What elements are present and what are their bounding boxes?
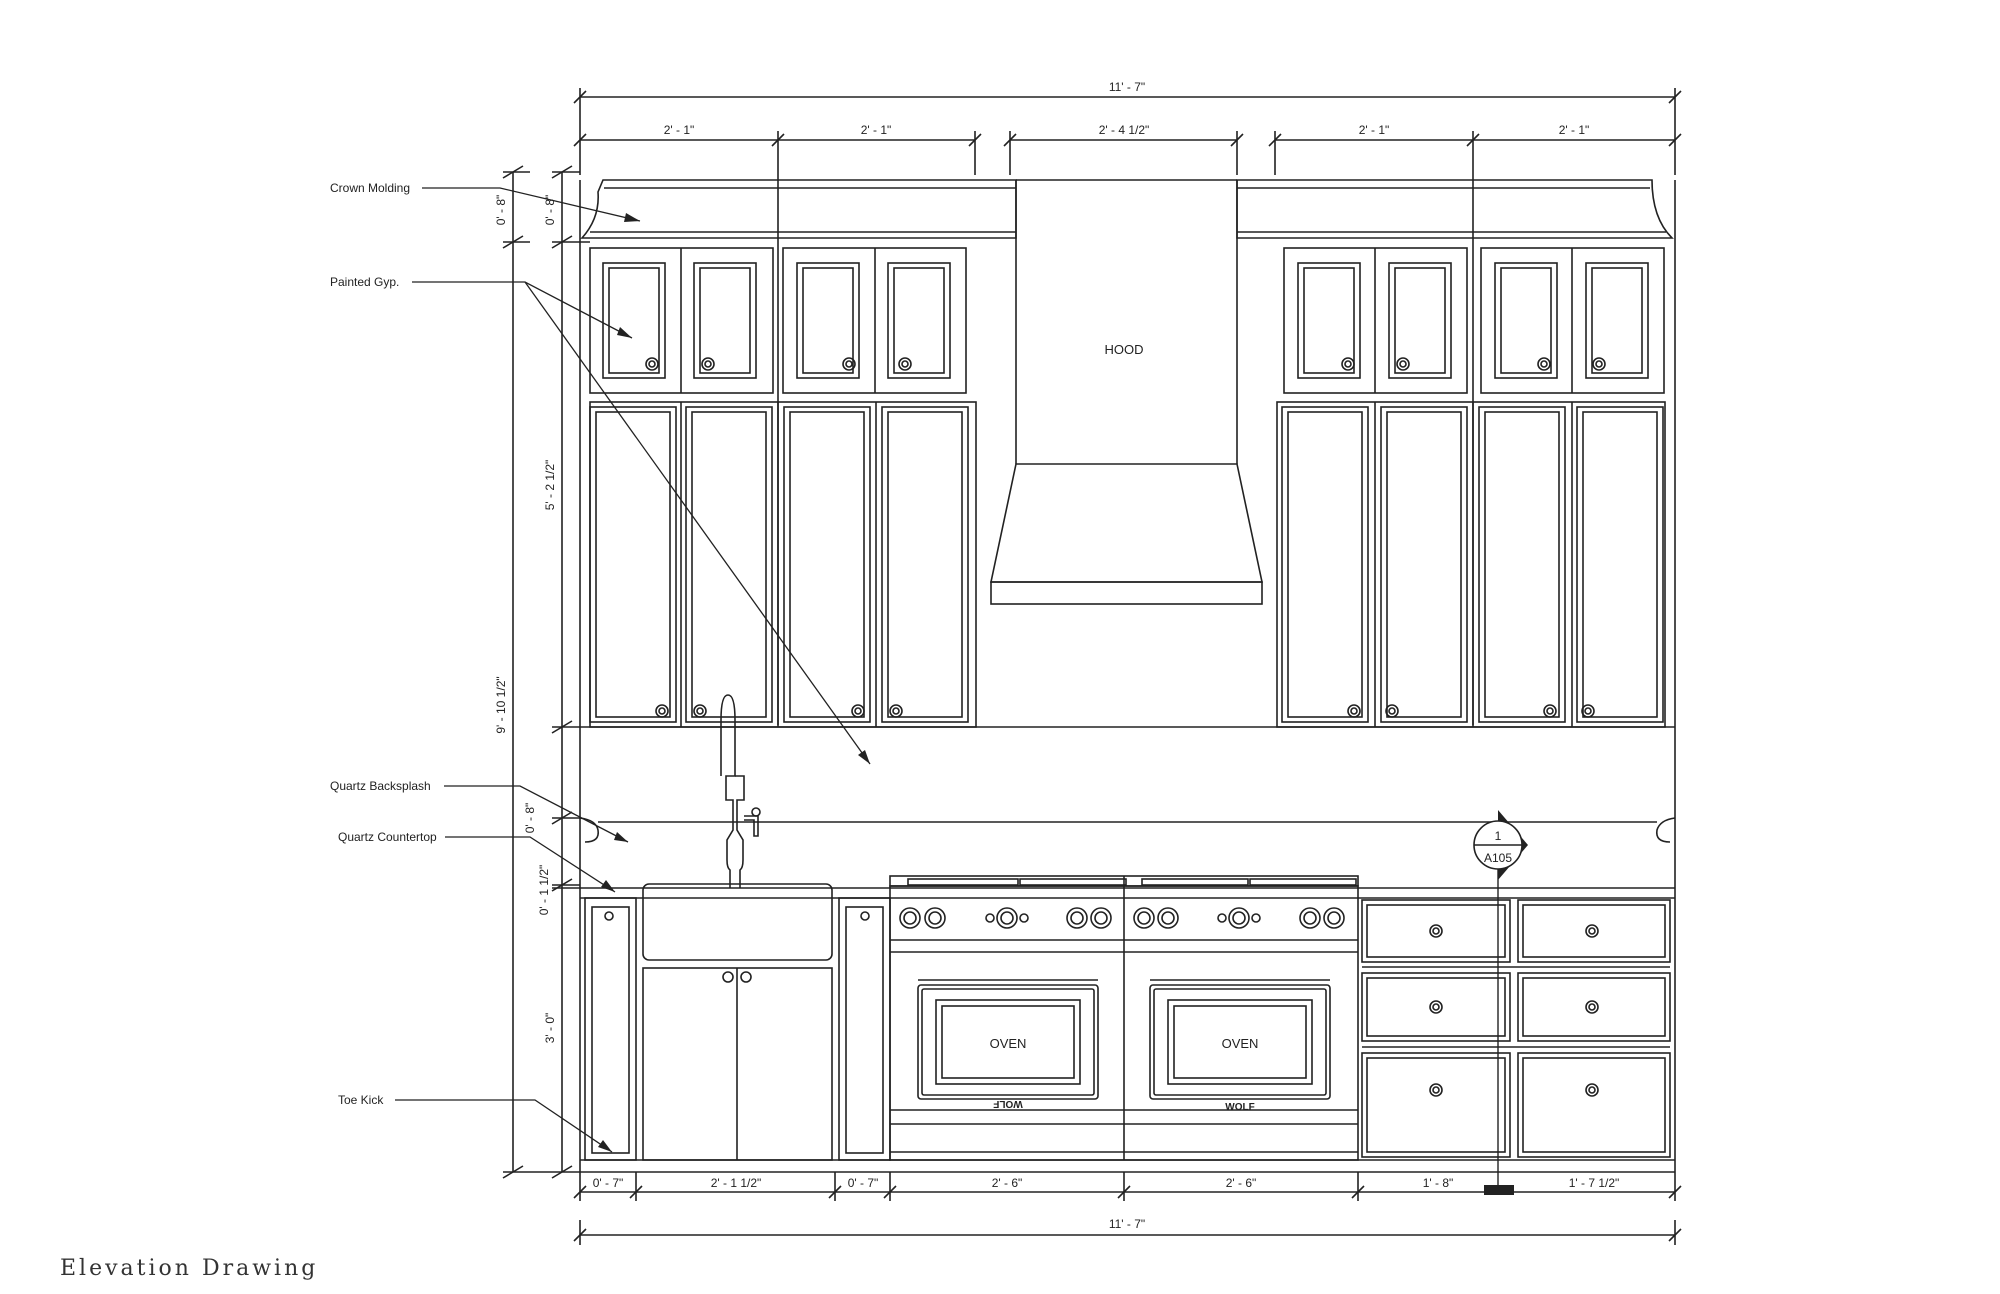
dim-upper-height: 5' - 2 1/2" bbox=[543, 460, 557, 511]
leader-lines bbox=[395, 187, 871, 1153]
dim-countertop-thickness: 0' - 1 1/2" bbox=[537, 865, 551, 916]
dim-crown-inner: 0' - 8" bbox=[543, 195, 557, 226]
base-cabinets bbox=[584, 883, 1671, 1161]
label-painted-gyp: Painted Gyp. bbox=[330, 275, 399, 289]
section-marker-sheet: A105 bbox=[1484, 851, 1512, 865]
dim-backsplash-height: 0' - 8" bbox=[523, 803, 537, 834]
dim-overall-height: 9' - 10 1/2" bbox=[494, 676, 508, 733]
dim-total-top: 11' - 7" bbox=[1109, 80, 1145, 94]
dim-base-1: 0' - 7" bbox=[593, 1176, 624, 1190]
upper-cabinets-left bbox=[589, 247, 977, 728]
range-stove bbox=[889, 875, 1359, 1161]
oven-label-right: OVEN bbox=[1222, 1036, 1259, 1051]
range-hood bbox=[990, 180, 1263, 605]
upper-cabinets-right bbox=[1276, 247, 1666, 728]
faucet bbox=[720, 694, 761, 888]
dimension-labels: 11' - 7" 2' - 1" 2' - 1" 2' - 4 1/2" 2' … bbox=[494, 80, 1619, 1231]
bottom-dimensions bbox=[573, 1172, 1682, 1245]
dim-base-6: 1' - 8" bbox=[1423, 1176, 1454, 1190]
dim-base-4: 2' - 6" bbox=[992, 1176, 1023, 1190]
section-marker: 1 A105 bbox=[1473, 810, 1528, 880]
dim-upper-2: 2' - 1" bbox=[861, 123, 892, 137]
label-quartz-countertop: Quartz Countertop bbox=[338, 830, 437, 844]
leader-arrowheads bbox=[598, 213, 1514, 1195]
dim-base-3: 0' - 7" bbox=[848, 1176, 879, 1190]
drawing-caption: Elevation Drawing bbox=[60, 1256, 319, 1281]
dim-crown-left: 0' - 8" bbox=[494, 195, 508, 226]
dim-base-7: 1' - 7 1/2" bbox=[1569, 1176, 1620, 1190]
callout-labels: Crown Molding Painted Gyp. Quartz Backsp… bbox=[330, 181, 437, 1107]
dim-upper-1: 2' - 1" bbox=[664, 123, 695, 137]
dim-total-bottom: 11' - 7" bbox=[1109, 1217, 1145, 1231]
backsplash-countertop bbox=[579, 817, 1676, 899]
top-dimensions bbox=[573, 88, 1682, 725]
dim-hood-width: 2' - 4 1/2" bbox=[1099, 123, 1150, 137]
appliance-labels: HOOD OVEN OVEN WOLF WOLF bbox=[990, 342, 1259, 1113]
dim-base-height: 3' - 0" bbox=[543, 1013, 557, 1044]
dim-upper-4: 2' - 1" bbox=[1559, 123, 1590, 137]
dim-base-2: 2' - 1 1/2" bbox=[711, 1176, 762, 1190]
crown-molding bbox=[580, 179, 1674, 239]
section-marker-number: 1 bbox=[1495, 829, 1502, 843]
hood-label: HOOD bbox=[1105, 342, 1144, 357]
oven-label-left: OVEN bbox=[990, 1036, 1027, 1051]
brand-label-left: WOLF bbox=[993, 1098, 1022, 1109]
left-dimensions bbox=[502, 165, 590, 1179]
dim-upper-3: 2' - 1" bbox=[1359, 123, 1390, 137]
label-quartz-backsplash: Quartz Backsplash bbox=[330, 779, 431, 793]
control-knobs bbox=[899, 907, 1345, 929]
brand-label-right: WOLF bbox=[1225, 1102, 1254, 1113]
dim-base-5: 2' - 6" bbox=[1226, 1176, 1257, 1190]
label-crown-molding: Crown Molding bbox=[330, 181, 410, 195]
label-toe-kick: Toe Kick bbox=[338, 1093, 384, 1107]
